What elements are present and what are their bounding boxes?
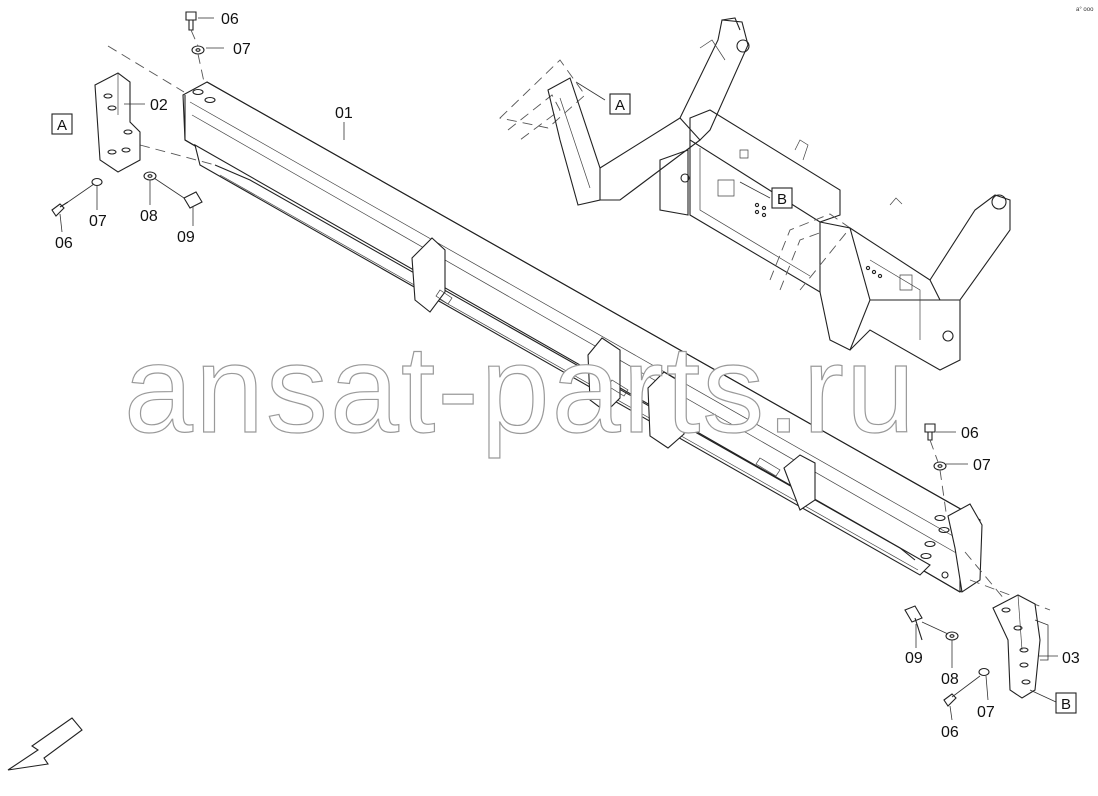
callout-09-right: 09 [905, 650, 923, 667]
callouts: 06 07 02 01 07 08 09 06 06 07 09 08 03 0… [55, 11, 1080, 741]
callout-06-right: 06 [961, 425, 979, 442]
bracket-03 [992, 594, 1049, 699]
ref-box-a-left [51, 113, 73, 135]
beam-01 [107, 45, 1051, 611]
ref-label-a-left: A [57, 117, 67, 134]
ref-label-a-frame: A [615, 97, 625, 114]
direction-arrow-icon [7, 717, 83, 771]
callout-07-right: 07 [973, 457, 991, 474]
callout-06-bottom: 06 [941, 724, 959, 741]
watermark: ansat-parts.ru [124, 321, 917, 459]
ref-label-b-frame: B [777, 191, 787, 208]
callout-06-left: 06 [55, 235, 73, 252]
machine-frame [499, 17, 1011, 371]
callout-01: 01 [335, 105, 353, 122]
callout-07-bottom: 07 [977, 704, 995, 721]
callout-08-left: 08 [140, 208, 158, 225]
callout-09-left: 09 [177, 229, 195, 246]
leader-lines [59, 17, 1058, 721]
ref-label-b-right: B [1061, 696, 1071, 713]
ref-box-b-right [1055, 692, 1077, 714]
callout-07-top: 07 [233, 41, 251, 58]
hardware [51, 11, 990, 707]
callout-07-left: 07 [89, 213, 107, 230]
corner-code: a° ooo [1076, 7, 1094, 13]
callout-02: 02 [150, 97, 168, 114]
reference-boxes: A A B B [51, 93, 1077, 714]
callout-08-right: 08 [941, 671, 959, 688]
callout-03: 03 [1062, 650, 1080, 667]
ref-box-a-frame [609, 93, 631, 115]
bracket-02 [94, 72, 141, 173]
callout-06-top: 06 [221, 11, 239, 28]
ref-box-b-frame [771, 187, 793, 209]
